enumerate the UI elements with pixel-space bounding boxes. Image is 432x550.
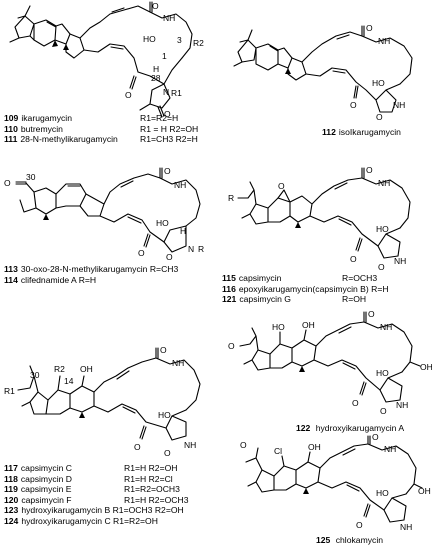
label-nh-ring: NH — [393, 100, 405, 110]
label-o: O — [164, 166, 171, 176]
structure-isoikarugamycin: O NH HO NH O O — [233, 23, 413, 122]
compound-list-hydroxyikarugamycin-a: 122 hydroxyikarugamycin A — [296, 423, 404, 434]
label-oh-b: OH — [418, 486, 431, 496]
structure-oxo-ikarugamycin: O 30 O NH HO H N R O O — [4, 166, 204, 262]
compound-row: 122 hydroxyikarugamycin A — [296, 423, 405, 433]
label-c30: 30 — [26, 172, 36, 182]
label-ho-a: HO — [272, 322, 285, 332]
structure-hydroxyikarugamycin-a: O HO OH O NH OH HO NH O O — [228, 309, 432, 416]
label-nh-ring: NH — [396, 400, 408, 410]
label-o-enone: O — [138, 248, 145, 258]
compound-row: 125 chlokamycin — [316, 535, 384, 545]
label-o-lactam: O — [378, 262, 385, 272]
label-ho: HO — [376, 368, 389, 378]
label-n: N — [188, 244, 194, 254]
label-nh-ring: NH — [394, 256, 406, 266]
label-cl: Cl — [274, 446, 282, 456]
label-h: H — [153, 64, 159, 74]
label-nh-top: NH — [163, 13, 175, 23]
label-nh: NH — [380, 322, 392, 332]
label-o-methoxy: O — [228, 341, 235, 351]
label-nh-ring: NH — [184, 440, 196, 450]
label-o-lactam: O — [376, 112, 383, 122]
label-o-enone: O — [134, 442, 141, 452]
label-c3: 3 — [177, 35, 182, 45]
label-o: O — [366, 165, 373, 175]
label-nh: NH — [378, 178, 390, 188]
label-o-lactam: O — [166, 252, 173, 262]
label-c30: 30 — [30, 370, 40, 380]
label-o-epoxide: O — [278, 181, 285, 191]
label-o-methoxy: O — [240, 440, 247, 450]
label-o-lactam: O — [164, 109, 171, 119]
label-o-enone: O — [356, 520, 363, 530]
structure-capsimycin-c: R1 30 R2 14 OH O NH HO NH O O — [4, 345, 201, 458]
label-ho: HO — [376, 224, 389, 234]
compound-list-chlokamycin: 125 chlokamycin — [316, 535, 383, 546]
label-c14: 14 — [64, 376, 74, 386]
label-o-top: O — [152, 1, 159, 11]
label-ho: HO — [372, 78, 385, 88]
label-o-enone: O — [352, 398, 359, 408]
structure-chlokamycin: O Cl OH O NH OH HO NH O — [240, 432, 431, 532]
label-o: O — [368, 309, 375, 319]
label-nh: NH — [384, 444, 396, 454]
label-o-enone: O — [125, 90, 132, 100]
label-c28: 28 — [151, 73, 161, 83]
label-o: O — [372, 432, 379, 442]
label-o: O — [160, 345, 167, 355]
label-oh-b: OH — [302, 320, 315, 330]
label-r1: R1 — [171, 88, 182, 98]
label-nh: NH — [174, 180, 186, 190]
label-o-lactam: O — [164, 448, 171, 458]
structure-capsimycin: R O O NH HO NH O O — [228, 165, 411, 272]
label-ho: HO — [156, 218, 169, 228]
label-o-enone: O — [350, 100, 357, 110]
label-o-enone: O — [350, 254, 357, 264]
structure-ikarugamycin: HO O NH 1 3 R2 28 N R1 H O O — [9, 1, 204, 119]
label-n: N — [163, 87, 169, 97]
label-c1: 1 — [162, 51, 167, 61]
label-ho: HO — [376, 488, 389, 498]
label-r1: R1 — [4, 386, 15, 396]
label-nh: NH — [172, 358, 184, 368]
label-o-lactam: O — [380, 406, 387, 416]
label-o-oxo: O — [4, 178, 11, 188]
label-nh: NH — [378, 36, 390, 46]
label-nh-ring: NH — [400, 522, 412, 532]
label-oh-a: OH — [308, 442, 321, 452]
label-h: H — [180, 226, 186, 236]
label-o: O — [366, 23, 373, 33]
label-r2: R2 — [193, 38, 204, 48]
label-oh-top: OH — [80, 364, 93, 374]
label-oh-c: OH — [420, 362, 432, 372]
label-r: R — [198, 244, 204, 254]
label-r: R — [228, 193, 234, 203]
label-oh: HO — [143, 34, 156, 44]
label-ho: HO — [158, 410, 171, 420]
label-r2: R2 — [54, 364, 65, 374]
